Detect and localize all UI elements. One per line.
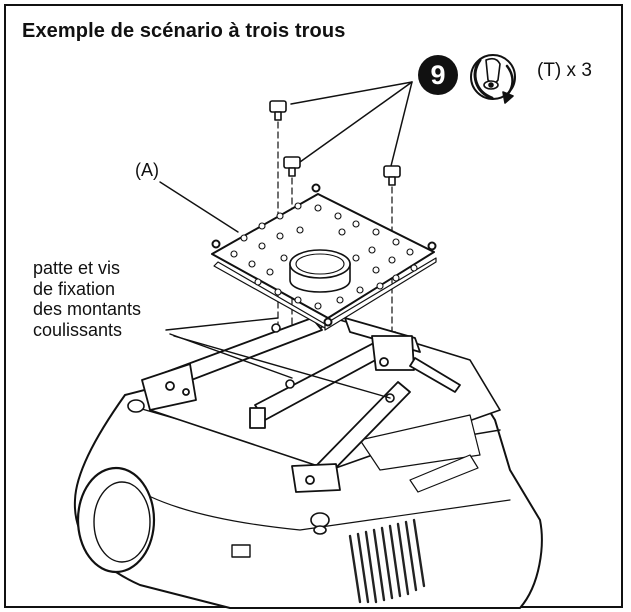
- bracket-callout-label: patte et vis de fixation des montants co…: [33, 258, 141, 340]
- vent-grille: [348, 518, 426, 604]
- plate-hole-grid: [230, 202, 418, 310]
- screw: [269, 100, 287, 121]
- callout-line-3: des montants: [33, 299, 142, 319]
- callout-line-4: coulissants: [33, 319, 123, 340]
- screw: [383, 165, 401, 186]
- screw: [283, 156, 301, 177]
- plate-label-a: (A): [135, 160, 159, 180]
- screwdriver-rotate-icon: [470, 54, 516, 104]
- bracket-callout-leaders: [165, 317, 391, 399]
- rotation-multiplier-label: (T) x 3: [537, 60, 592, 81]
- diagram-title: Exemple de scénario à trois trous: [22, 20, 346, 42]
- mounting-screws: [269, 100, 401, 186]
- step-number-badge: 9: [418, 55, 458, 95]
- plate-a-leader-line: [159, 181, 239, 233]
- screw-pointer-lines: [290, 81, 413, 171]
- callout-line-1: patte et vis: [33, 258, 121, 278]
- mounting-plate-a: [211, 183, 437, 331]
- projector-feet: [127, 399, 330, 535]
- callout-line-2: de fixation: [33, 278, 116, 299]
- sliding-bracket-arms: [141, 317, 461, 493]
